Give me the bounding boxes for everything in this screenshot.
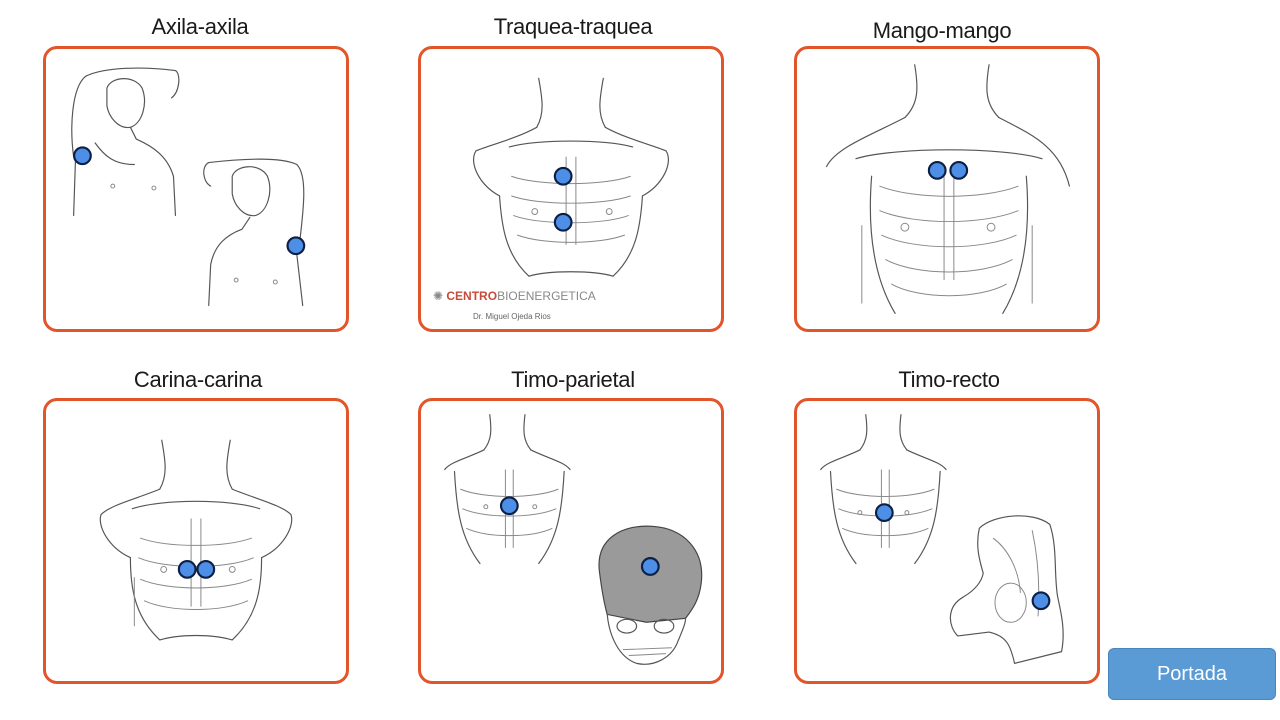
point-marker [286,236,306,256]
card-traquea-traquea: ✺ CENTROBIOENERGETICA Dr. Miguel Ojeda R… [418,46,724,332]
point-marker [177,559,197,579]
card-title-mango-mango: Mango-mango [872,18,1012,43]
point-marker [553,166,573,186]
portada-button[interactable]: Portada [1108,648,1276,700]
torso-illustration [473,77,669,277]
torso-illustration [825,64,1070,314]
torso-illustration [820,414,1064,664]
torso-illustration [444,414,703,665]
card-timo-parietal [418,398,724,684]
card-title-timo-recto: Timo-recto [898,367,1000,392]
card-carina-carina [43,398,349,684]
card-title-axila-axila: Axila-axila [151,14,249,39]
point-marker [949,161,969,180]
card-title-timo-parietal: Timo-parietal [511,367,635,392]
torso-illustration [71,67,306,307]
point-marker [553,212,573,232]
torso-illustration [99,439,293,641]
logo-subtitle: Dr. Miguel Ojeda Rios [473,312,551,321]
card-axila-axila [43,46,349,332]
point-marker [499,496,519,516]
point-marker [73,146,92,166]
point-marker [640,557,660,576]
card-title-carina-carina: Carina-carina [133,367,263,392]
point-marker [196,559,216,579]
card-timo-recto [794,398,1100,684]
card-title-traquea-traquea: Traquea-traquea [493,14,653,39]
point-marker [874,503,894,523]
point-marker [927,161,947,180]
logo: ✺ CENTROBIOENERGETICA [433,289,596,303]
point-marker [1031,591,1051,611]
card-mango-mango [794,46,1100,332]
